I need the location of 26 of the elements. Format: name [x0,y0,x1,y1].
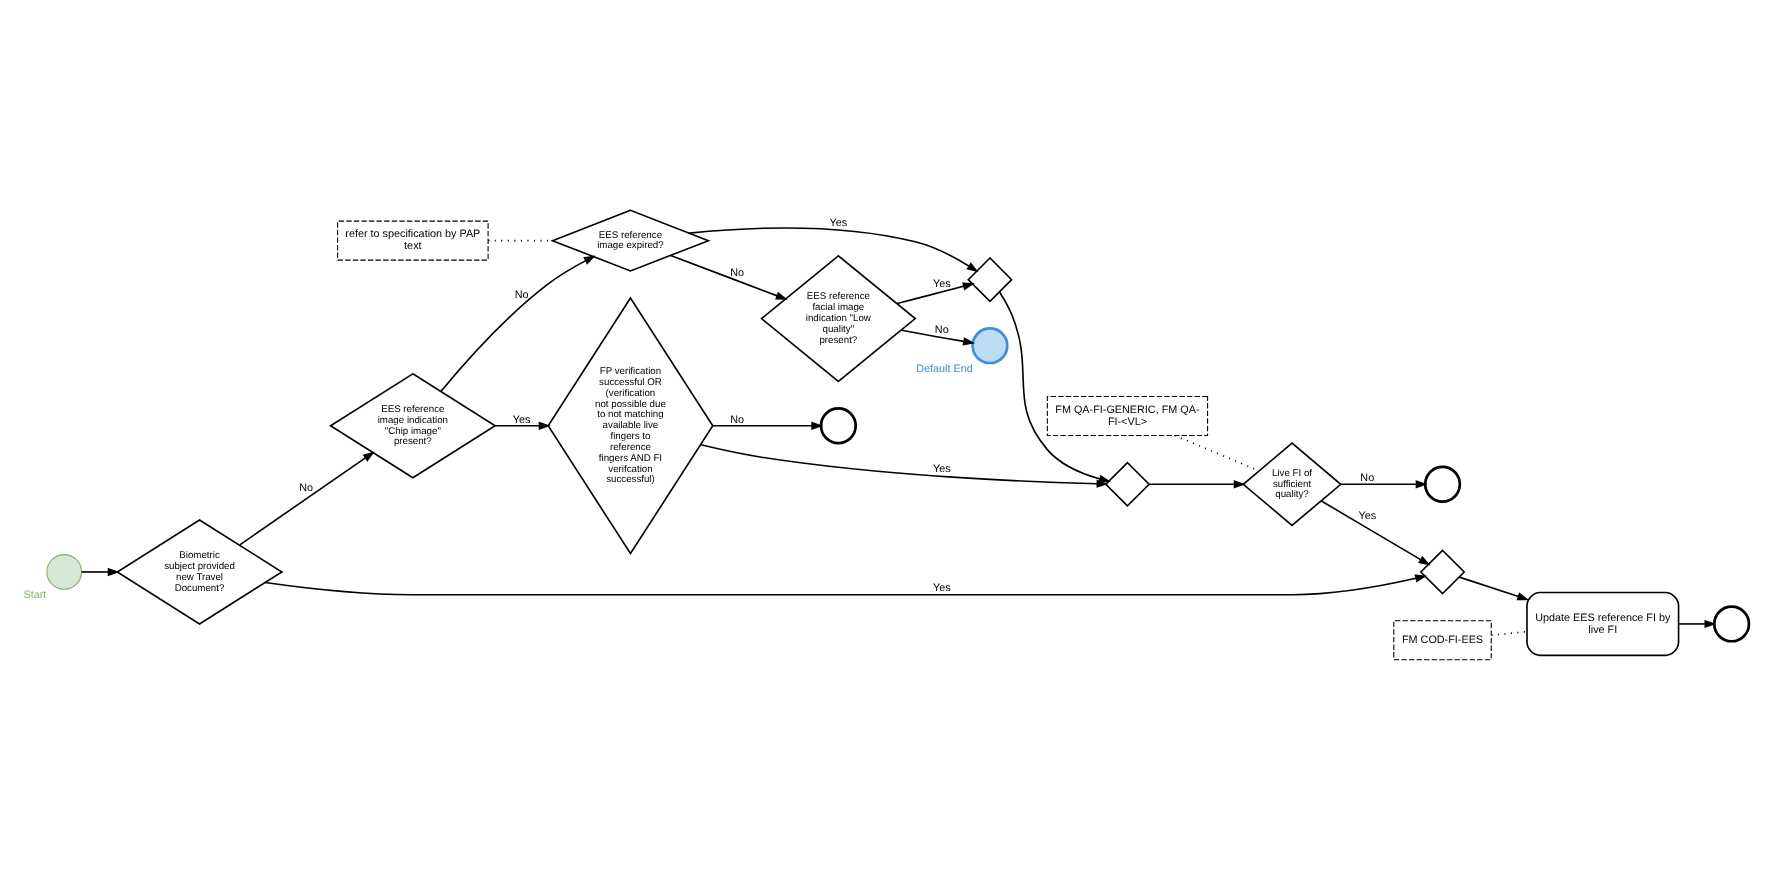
arrow [896,282,975,305]
connector [1174,434,1260,472]
arrow [1677,619,1717,629]
arrow [712,421,824,430]
node-circle [819,407,858,445]
arrow [688,227,979,273]
arrow [700,443,1109,488]
arrow [669,254,788,300]
node-diamond [1104,461,1151,508]
arrow [440,255,596,393]
arrow [900,329,975,346]
arrow [80,567,120,577]
arrow [1148,480,1246,489]
arrow [998,291,1111,483]
arrow [239,451,375,546]
arrow [494,421,551,430]
arrow [1458,576,1530,601]
node-circle [46,554,83,590]
connector [1490,630,1528,637]
node-circle [1423,465,1462,503]
arrow [264,574,1428,596]
arrow [1320,500,1431,566]
node-circle [971,327,1009,365]
node-circle [1712,605,1751,643]
arrow [1340,480,1428,489]
connector [487,239,554,242]
